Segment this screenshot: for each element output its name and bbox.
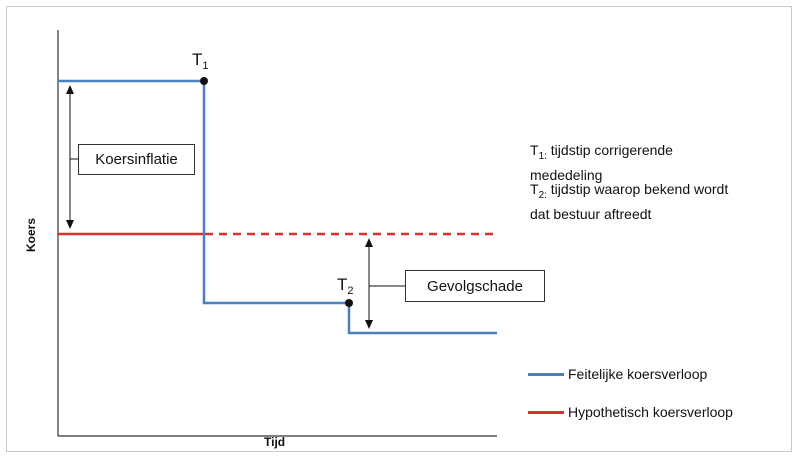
inflation-arrow-head-top — [66, 85, 74, 94]
t1-label: T1 — [192, 50, 209, 72]
legend-label-hypothetical: Hypothetisch koersverloop — [568, 404, 733, 420]
damage-arrow-head-bottom — [365, 320, 373, 329]
legend-swatch-hypothetical — [528, 410, 564, 414]
t2-dot — [345, 299, 353, 307]
legend-item-actual: Feitelijke koersverloop — [528, 366, 707, 382]
t2-note: T2: tijdstip waarop bekend wordt dat bes… — [530, 181, 729, 222]
damage-arrow-head-top — [365, 238, 373, 247]
actual-line — [58, 79, 497, 335]
legend-item-hypothetical: Hypothetisch koersverloop — [528, 404, 733, 420]
damage-box: Gevolgschade — [405, 270, 545, 302]
y-axis-label: Koers — [24, 217, 39, 253]
diagram-frame — [6, 6, 792, 452]
t2-label: T2 — [337, 275, 354, 297]
inflation-box: Koersinflatie — [78, 144, 195, 175]
legend-swatch-actual — [528, 372, 564, 376]
t1-note: T1: tijdstip corrigerende mededeling — [530, 142, 673, 183]
x-axis-label: Tijd — [264, 435, 286, 449]
inflation-arrow-head-bottom — [66, 220, 74, 229]
t1-dot — [200, 77, 208, 85]
legend-label-actual: Feitelijke koersverloop — [568, 366, 708, 382]
